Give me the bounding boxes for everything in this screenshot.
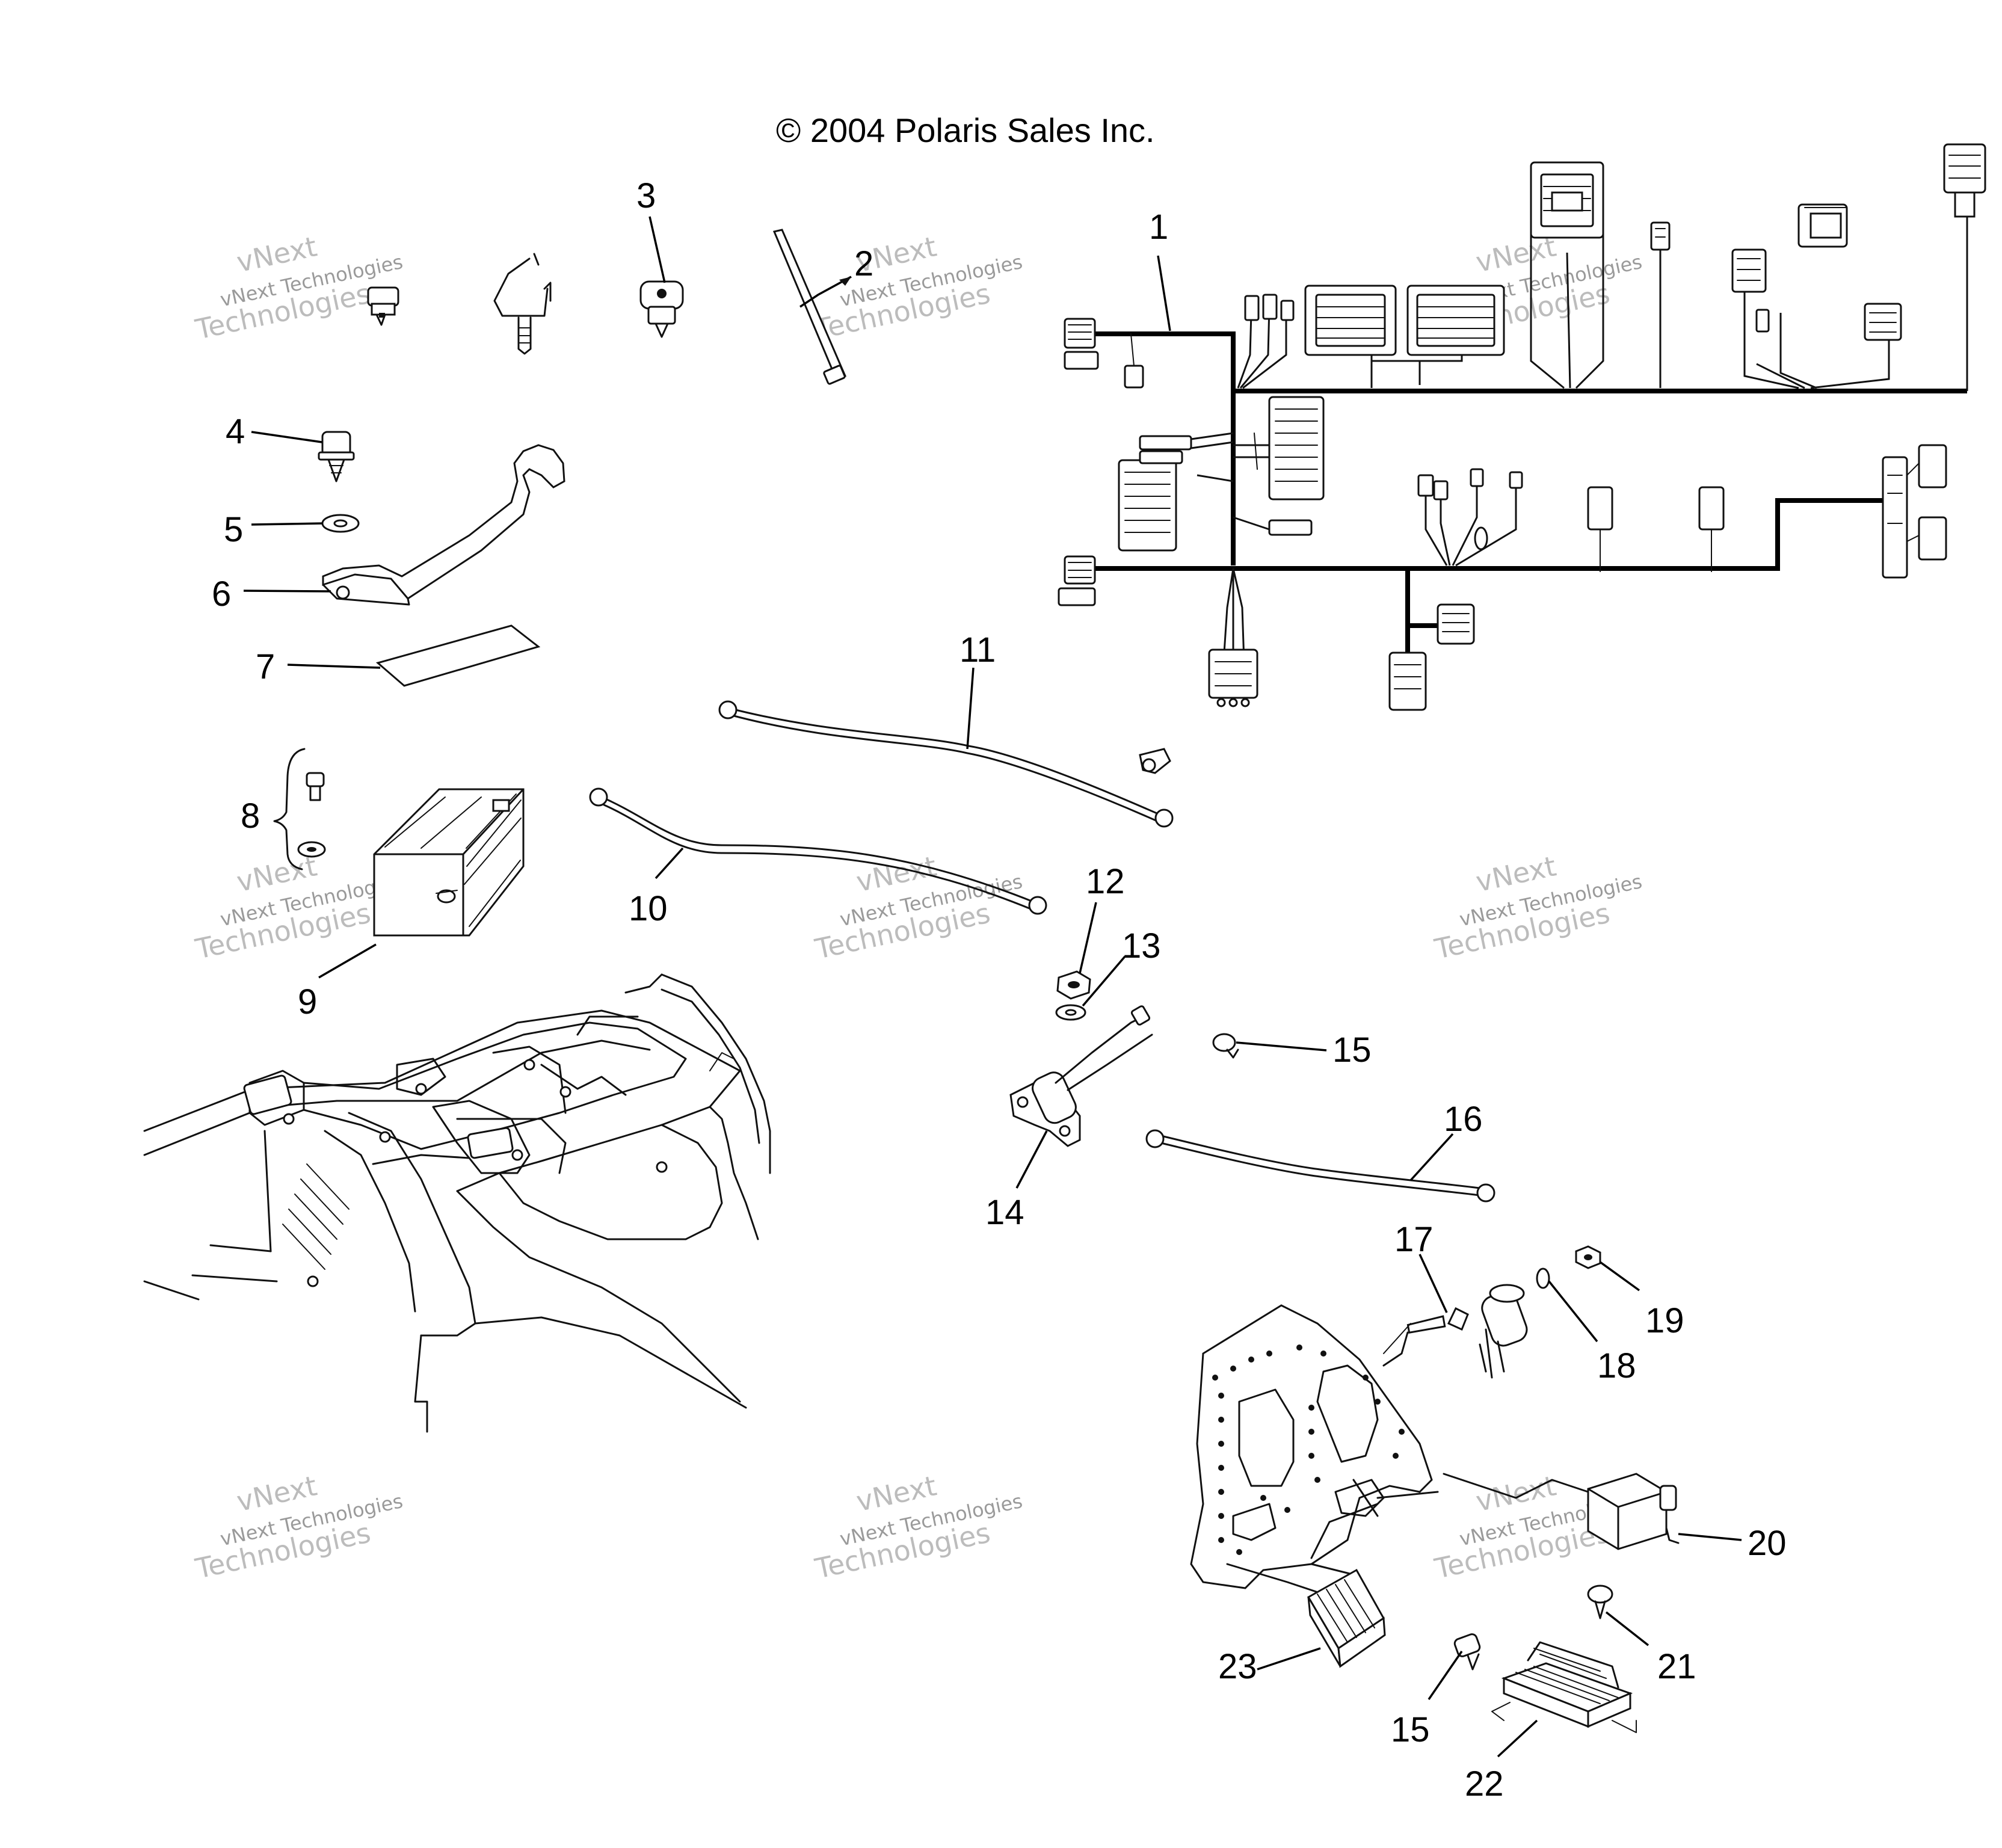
wiring-harness-part-1 [1058,143,1986,711]
callout-22: 22 [1465,1719,1538,1803]
callout-label: 19 [1645,1301,1684,1340]
callout-9: 9 [298,943,377,1021]
push-rivet-clip [367,286,399,326]
copyright-text: © 2004 Polaris Sales Inc. [776,111,1155,149]
callout-label: 17 [1394,1220,1434,1259]
callout-2: 2 [799,244,873,308]
callout-12: 12 [1079,862,1125,974]
callout-label: 10 [629,889,668,928]
harness-connector-block [1304,285,1505,356]
watermark-7: vNext vNext Technologies Technologies [192,1469,405,1585]
callout-11: 11 [959,630,996,750]
harness-connector [1731,203,1902,341]
watermark-8: vNext vNext Technologies Technologies [812,1469,1024,1585]
wire-clip-part-3 [639,280,684,338]
callout-18: 18 [1548,1280,1636,1385]
callout-label: 8 [241,796,260,836]
watermark-5: vNext vNext Technologies Technologies [812,849,1024,966]
watermark-2: vNext vNext Technologies Technologies [812,230,1024,346]
callout-label: 12 [1086,862,1125,901]
callout-17: 17 [1394,1220,1448,1313]
callout-label: 1 [1149,208,1168,247]
vehicle-frame [143,973,771,1433]
battery-part-9 [373,788,525,937]
relay-part-18 [1479,1267,1550,1379]
callout-5: 5 [224,510,323,549]
callout-21: 21 [1605,1611,1696,1686]
callout-13: 13 [1082,926,1161,1007]
harness-connector [1244,294,1295,321]
callout-label: 6 [212,574,231,614]
callout-label: 21 [1657,1647,1696,1686]
nut-part-12 [1056,970,1091,1000]
battery-bracket-part-6 [322,444,565,606]
nut-part-19 [1575,1245,1601,1269]
bolt-part-4 [318,431,355,482]
callout-label: 16 [1444,1100,1483,1139]
cable-hook-clip [493,253,552,355]
callout-label: 11 [959,630,996,670]
callout-label: 5 [224,510,243,549]
ground-cable-part-16 [1145,1129,1495,1203]
callout-6: 6 [212,574,331,614]
watermark-1: vNext vNext Technologies Technologies [192,230,405,346]
cdi-module-part-20 [1587,1473,1680,1550]
starter-solenoid-part-14 [1009,1005,1153,1147]
callout-label: 7 [256,647,275,686]
callout-label: 15 [1391,1710,1430,1749]
callout-3: 3 [636,176,666,283]
washer-part-13 [1055,1004,1086,1021]
watermark-6: vNext vNext Technologies Technologies [1431,849,1644,966]
callout-10: 10 [629,847,684,928]
harness-connector [1058,555,1096,606]
harness-connector-block [1530,161,1604,239]
callout-label: 14 [985,1193,1024,1232]
harness-connector [1587,486,1725,572]
callout-label: 20 [1748,1524,1787,1563]
callout-7: 7 [256,647,381,686]
callout-label: 23 [1218,1647,1257,1686]
callout-label: 15 [1332,1030,1372,1070]
callout-label: 18 [1597,1346,1636,1385]
screw-part-15-lower [1453,1633,1481,1671]
callout-20: 20 [1678,1524,1787,1563]
battery-cable-part-11 [718,700,1174,828]
callout-15-lower: 15 [1391,1651,1463,1749]
harness-connector [1388,603,1475,711]
harness-connector [1882,444,1947,579]
callout-label: 2 [854,244,873,283]
callout-23: 23 [1218,1647,1321,1686]
cable-tie-part-2 [772,229,847,385]
harness-connector [1064,318,1144,389]
callout-19: 19 [1599,1261,1684,1340]
callout-label: 4 [226,412,245,451]
harness-connector [1650,221,1671,251]
callout-8: 8 [241,796,260,836]
rectifier-part-23 [1307,1568,1386,1668]
callout-4: 4 [226,412,322,451]
bolt-part-17 [1382,1307,1469,1367]
harness-connector [1208,648,1258,707]
callout-1: 1 [1149,208,1171,331]
callout-14: 14 [985,1130,1048,1232]
harness-connector [1417,468,1523,550]
screw-part-21 [1587,1585,1613,1619]
regulator-part-22 [1491,1641,1637,1733]
screw-part-15 [1212,1033,1239,1059]
harness-connector-block [1118,396,1325,552]
harness-connector [1943,143,1986,218]
battery-pad-part-7 [375,624,541,687]
washer-part-5 [321,514,360,533]
panel-holes [1212,1344,1405,1555]
callout-label: 22 [1465,1764,1504,1803]
battery-cable-part-10 [589,787,1047,915]
callout-label: 9 [298,982,317,1021]
callout-label: 13 [1122,926,1161,966]
battery-hardware-part-8 [273,748,326,870]
callout-16: 16 [1409,1100,1483,1181]
callout-15-upper: 15 [1236,1030,1372,1070]
callout-label: 3 [636,176,656,215]
